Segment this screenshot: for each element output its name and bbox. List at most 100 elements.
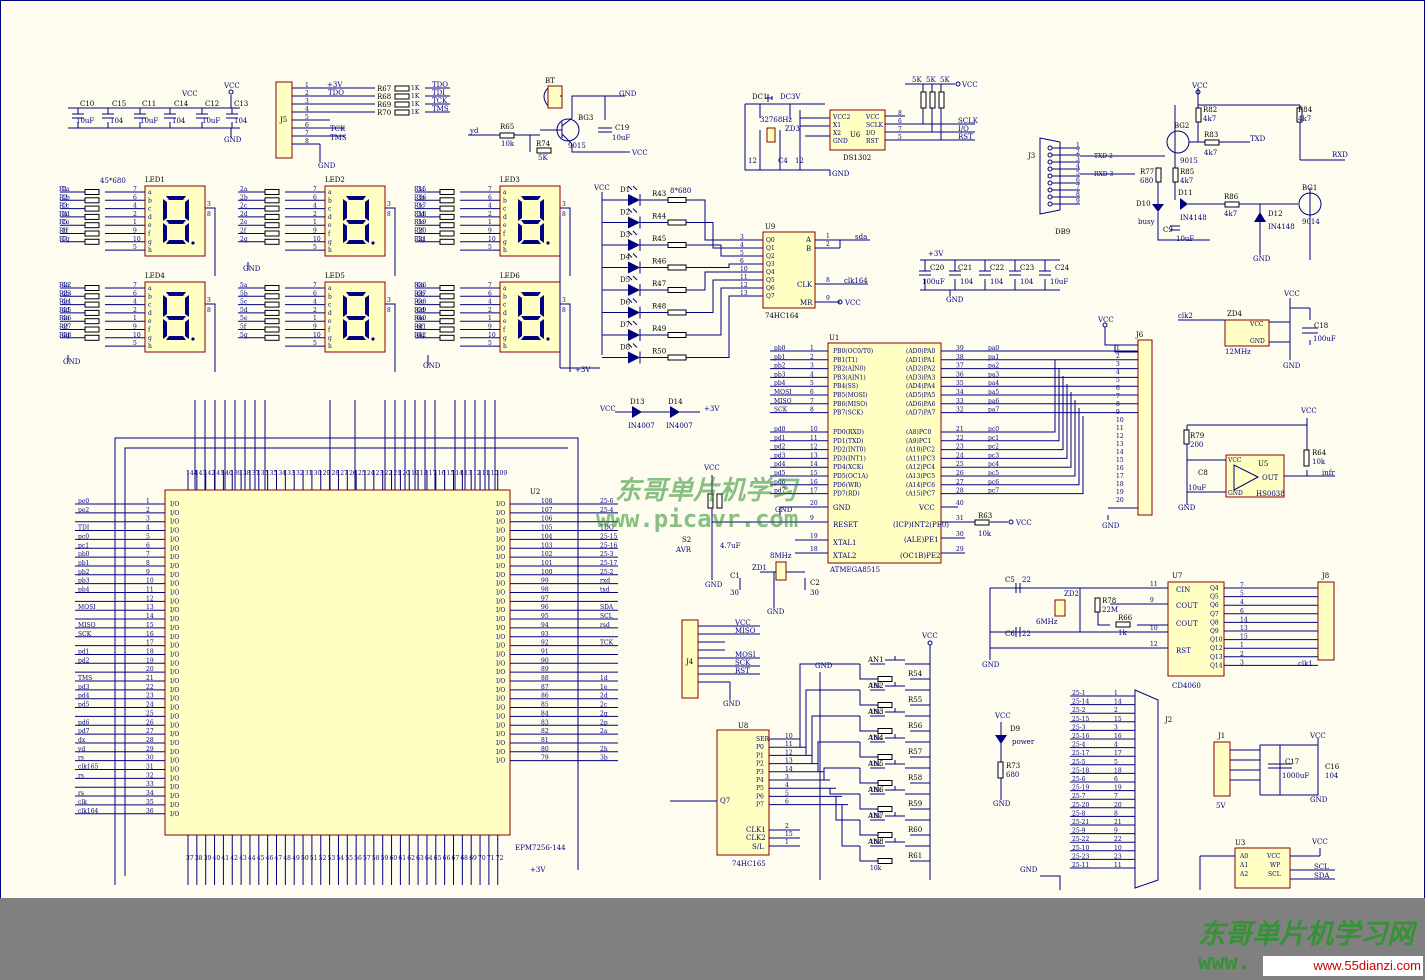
r64-resistor [1303,449,1310,467]
avr-pin: PD6(WR) [833,482,861,489]
cpld-top-pin-number: 110 [487,470,499,477]
segment-net: 1f [62,228,69,235]
cpld-top-pin-number: 118 [416,470,428,477]
r82-ref: R82 [1203,106,1217,114]
hc164-output-pin: Q0 [766,237,775,244]
cpld-left-net: pc0 [78,533,89,540]
segment-pin: f [328,231,331,238]
pin-number: 10 [1116,417,1124,424]
led-resistor-ref: R44 [652,213,667,221]
segment-icon [540,223,544,243]
db9-pin-icon [1047,180,1053,186]
resistor-ref: R25 [59,307,71,314]
c16-value: 104 [1325,772,1339,780]
wire [835,796,860,821]
pin-number: 6 [785,799,789,806]
segment-pin: b [328,293,332,300]
segment-icon [518,319,522,339]
cpld-io-pin: I/O [170,607,179,614]
pin-number: 10 [1114,845,1122,852]
segment-icon [346,292,366,296]
pin-number: 7 [810,398,814,405]
capacitor-icon [72,108,84,128]
eeprom: U3 A0 A1 A2 VCC WP SCL VCC SCL SDA GND [1020,838,1335,890]
lpt-net: 25-2 [1072,707,1086,714]
pin-number: 39 [956,345,964,352]
segment-resistor [439,301,455,308]
segment-pin: f [148,327,151,334]
hc165-pin: P6 [756,793,764,800]
pin-number: 5 [1240,591,1244,598]
u2-ref: U2 [530,488,540,496]
capacitor-icon [1009,260,1021,290]
pin-number: 6 [1116,385,1120,392]
resistor-ref: R3 [59,203,68,210]
pin-number: 32 [956,407,964,414]
pin-number: 36 [956,371,964,378]
cpld-top-pin-number: 141 [213,470,224,477]
c1-value: 30 [730,589,739,597]
led-diode-icon [628,329,640,341]
avr-pin: (A10)PC2 [906,447,935,454]
diode-part: IN4148 [1268,223,1295,231]
cpld-top-pin-number: 116 [434,470,446,477]
led-arrow-icon [627,275,638,281]
pin-number: 1 [305,82,309,89]
segment-net: 4e [62,315,70,322]
segment-icon [346,196,366,200]
led-ref: D2 [620,209,630,217]
avr-reset-pin: RESET [833,521,858,529]
led-ref: D1 [620,186,630,194]
res-value: 680 [1140,177,1153,185]
r65-value: 10k [501,140,515,148]
hc165-pin: SER [756,736,769,743]
avr-net: pd2 [774,444,786,451]
led-resistor [667,354,687,361]
avr-pin: (AD7)PA7 [906,410,935,417]
pin-number: 5 [133,340,137,347]
cpld-left-net: clk164 [78,808,99,815]
vcc-port-icon [228,89,234,95]
key-resistor [877,728,893,734]
avr-net: pd4 [774,461,786,468]
cpld-io-pin: I/O [170,598,179,605]
j4-isp: J4 VCC MISO MOSI SCK RST GND [681,619,760,708]
cpld-top-pin-number: 143 [195,470,207,477]
pin-number: 7 [1116,393,1120,400]
r66-ref: R66 [1118,614,1133,622]
pin-number: 89 [541,666,549,673]
segment-net: 6a [417,282,425,289]
pin-number: 33 [146,781,154,788]
pin-number: 12 [740,282,748,289]
r65-resistor [499,132,515,139]
gnd-label: GND [705,581,723,589]
wire [639,351,668,364]
db9-pin-icon [1047,187,1053,193]
cpld-io-pin: I/O [170,758,179,765]
pin-number: 23 [956,444,964,451]
cpld-right-net: SDA [600,604,614,611]
pin-number: 84 [541,710,549,717]
segment-pin: a [328,285,332,292]
segment-pin: a [503,189,507,196]
pin-number: 4 [133,299,137,306]
hc164-output-pin: Q1 [766,245,775,252]
avr-net: pc0 [988,426,999,433]
pin-number: 34 [956,389,964,396]
lpt-net: 25-7 [1072,793,1086,800]
segment-net: 5e [240,315,248,322]
wire [639,306,668,319]
segment-net: 3c [417,203,425,210]
pin-number: 14 [146,613,154,620]
r86-resistor [1224,201,1240,208]
tck-net: TCK [330,125,346,133]
yd-net: yd [469,127,479,135]
hc164-body [762,231,816,309]
pin-number: 4 [313,203,317,210]
pin-number: 22 [1114,836,1122,843]
r73-ref: R73 [1006,762,1020,770]
cpld-left-net: pd4 [78,693,90,700]
pin-number: 11 [740,274,748,281]
pin-number: 40 [956,500,964,507]
pin-number: 29 [146,746,154,753]
